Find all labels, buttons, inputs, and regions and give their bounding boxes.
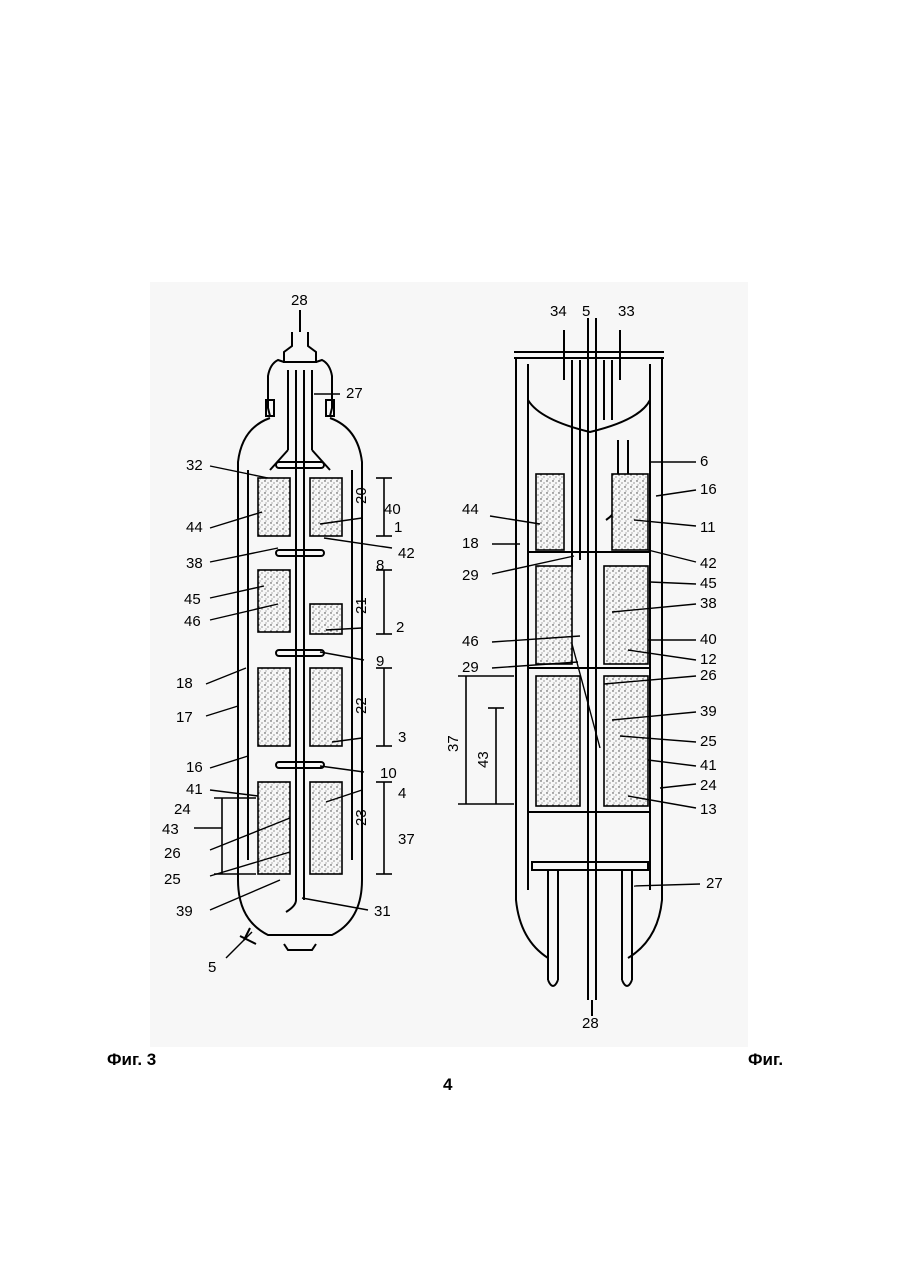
figure4-label-13: 40	[700, 631, 717, 648]
figure3-label-16: 22	[353, 697, 370, 714]
figure3-label-20: 10	[380, 765, 397, 782]
figure3-label-31: 5	[208, 959, 216, 976]
figure4-label-8: 29	[462, 567, 479, 584]
figure4-label-25: 28	[582, 1015, 599, 1032]
figure4-label-5: 44	[462, 501, 479, 518]
figure4-label-21: 41	[700, 757, 717, 774]
figure4-label-2: 33	[618, 303, 635, 320]
figure4-label-3: 6	[700, 453, 708, 470]
figure-3-caption: Фиг. 3	[107, 1050, 156, 1070]
figure4-label-9: 42	[700, 555, 717, 572]
figure3-label-2: 32	[186, 457, 203, 474]
figure3-label-24: 43	[162, 821, 179, 838]
fig4-dimension-marks	[458, 676, 514, 804]
figure4-label-20: 25	[700, 733, 717, 750]
figure3-label-30: 31	[374, 903, 391, 920]
figure3-label-17: 17	[176, 709, 193, 726]
figure3-label-14: 9	[376, 653, 384, 670]
figure3-label-25: 23	[353, 809, 370, 826]
figure3-label-18: 3	[398, 729, 406, 746]
figure4-label-12: 46	[462, 633, 479, 650]
figure3-label-6: 1	[394, 519, 402, 536]
figure-4-caption-number: 4	[443, 1075, 452, 1095]
figure4-label-18: 37	[445, 735, 462, 752]
figure4-label-11: 38	[700, 595, 717, 612]
figure3-label-3: 20	[353, 487, 370, 504]
figure3-label-23: 24	[174, 801, 191, 818]
figure3-label-11: 46	[184, 613, 201, 630]
figure3-label-27: 26	[164, 845, 181, 862]
figure4-label-16: 26	[700, 667, 717, 684]
fig3-catalyst-beds	[258, 478, 342, 874]
figure-3-reactor	[238, 310, 362, 950]
figure3-label-1: 27	[346, 385, 363, 402]
figure4-label-24: 27	[706, 875, 723, 892]
figure4-label-7: 18	[462, 535, 479, 552]
figure3-label-28: 25	[164, 871, 181, 888]
figure3-label-13: 2	[396, 619, 404, 636]
figure4-label-15: 29	[462, 659, 479, 676]
figure3-label-7: 38	[186, 555, 203, 572]
figure3-label-26: 37	[398, 831, 415, 848]
figure4-label-23: 13	[700, 801, 717, 818]
figure3-label-8: 42	[398, 545, 415, 562]
figure3-label-4: 40	[384, 501, 401, 518]
figure4-label-14: 12	[700, 651, 717, 668]
figure-4-caption-word: Фиг.	[748, 1050, 783, 1070]
figure4-label-6: 11	[700, 519, 716, 536]
figure4-label-4: 16	[700, 481, 717, 498]
figure3-label-22: 4	[398, 785, 406, 802]
figure4-label-1: 5	[582, 303, 590, 320]
figure-4-reactor	[514, 318, 664, 1016]
figure4-label-0: 34	[550, 303, 567, 320]
figure4-label-19: 43	[475, 751, 492, 768]
figure3-label-10: 45	[184, 591, 201, 608]
figure3-label-12: 21	[353, 597, 370, 614]
figure3-label-19: 16	[186, 759, 203, 776]
figure3-label-0: 28	[291, 292, 308, 309]
fig4-catalyst-beds	[536, 474, 648, 806]
figure4-label-17: 39	[700, 703, 717, 720]
figure3-label-5: 44	[186, 519, 203, 536]
figure4-label-10: 45	[700, 575, 717, 592]
figure3-label-9: 8	[376, 557, 384, 574]
figure3-label-15: 18	[176, 675, 193, 692]
figure3-label-21: 41	[186, 781, 203, 798]
figure3-label-29: 39	[176, 903, 193, 920]
figure4-label-22: 24	[700, 777, 717, 794]
